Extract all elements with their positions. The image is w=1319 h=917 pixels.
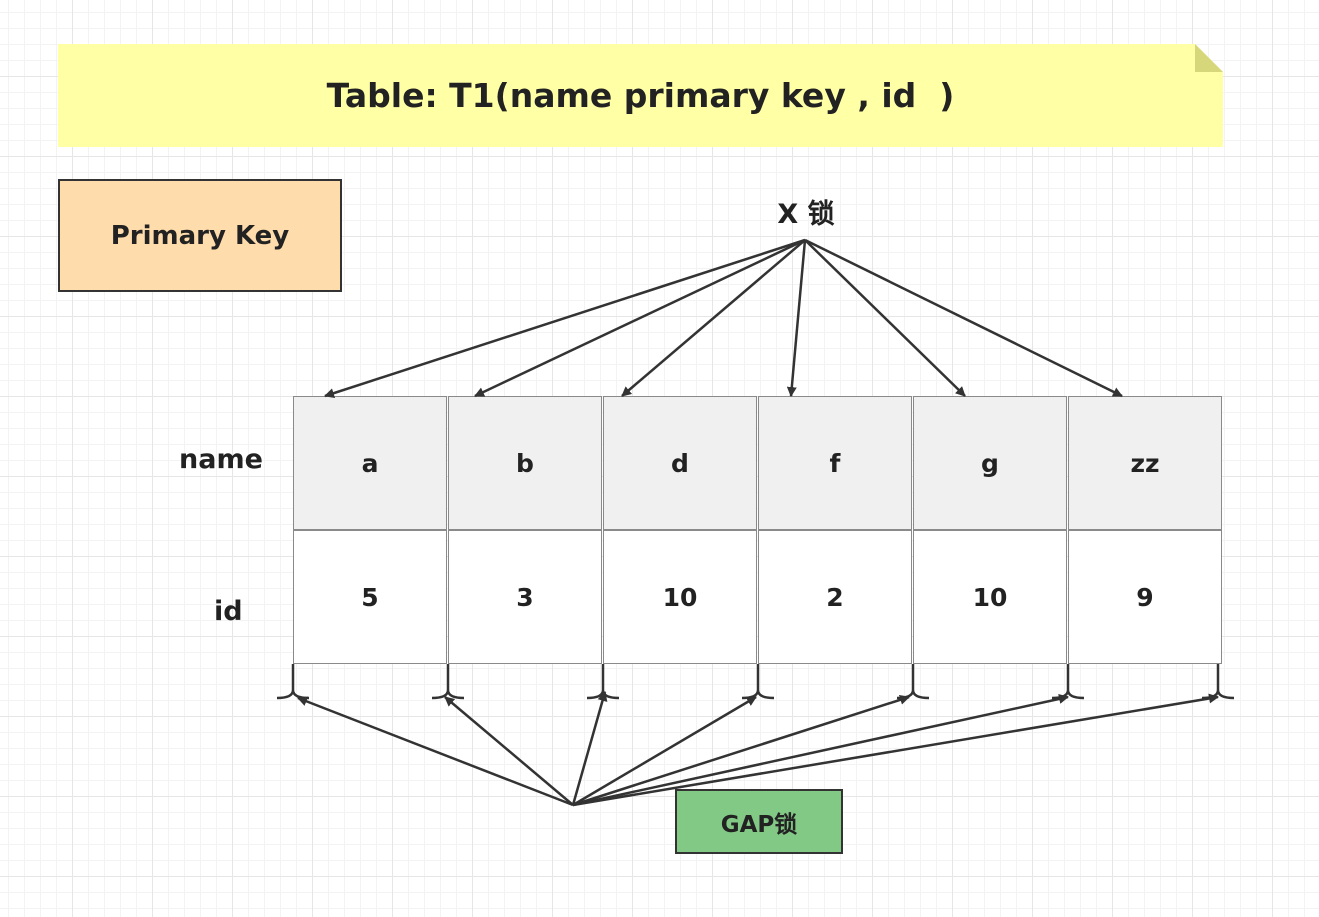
gap-bracket — [1201, 664, 1235, 700]
id-cell: 2 — [758, 530, 912, 664]
gap-lock-arrow — [571, 691, 608, 806]
id-cell: 9 — [1068, 530, 1222, 664]
gap-lock-arrow — [444, 696, 574, 806]
record-column: a 5 — [293, 396, 447, 664]
x-lock-label: X 锁 — [777, 199, 835, 230]
gap-lock-arrow — [572, 694, 1069, 807]
id-cell: 10 — [913, 530, 1067, 664]
name-cell: d — [603, 396, 757, 530]
name-cell: zz — [1068, 396, 1222, 530]
gap-bracket — [896, 664, 930, 700]
gap-bracket — [431, 664, 465, 700]
record-column: g 10 — [913, 396, 1067, 664]
id-cell: 5 — [293, 530, 447, 664]
name-cell: b — [448, 396, 602, 530]
gap-lock-arrow — [572, 695, 757, 807]
id-cell: 3 — [448, 530, 602, 664]
record-column: zz 9 — [1068, 396, 1222, 664]
gap-lock-arrow — [572, 693, 1219, 807]
name-cell: f — [758, 396, 912, 530]
x-lock-arrow — [621, 239, 806, 397]
name-cell: g — [913, 396, 1067, 530]
gap-lock-arrow — [572, 694, 910, 807]
x-lock-arrow — [804, 239, 966, 397]
row-label-name: name — [179, 444, 263, 475]
gap-bracket — [276, 664, 310, 700]
gap-bracket — [741, 664, 775, 700]
page-title: Table: T1(name primary key , id ) — [326, 76, 955, 115]
x-lock-arrow — [804, 238, 1123, 398]
gap-lock-box: GAP锁 — [675, 789, 843, 854]
name-cell: a — [293, 396, 447, 530]
row-label-id: id — [214, 596, 243, 627]
primary-key-box: Primary Key — [58, 179, 342, 292]
record-column: b 3 — [448, 396, 602, 664]
x-lock-arrow — [474, 238, 806, 398]
record-column: f 2 — [758, 396, 912, 664]
gap-bracket — [586, 664, 620, 700]
gap-lock-arrow — [297, 696, 574, 807]
gap-bracket — [1051, 664, 1085, 700]
x-lock-arrow — [324, 238, 806, 398]
x-lock-arrow — [786, 239, 807, 397]
title-note — [58, 44, 1223, 147]
id-cell: 10 — [603, 530, 757, 664]
record-column: d 10 — [603, 396, 757, 664]
